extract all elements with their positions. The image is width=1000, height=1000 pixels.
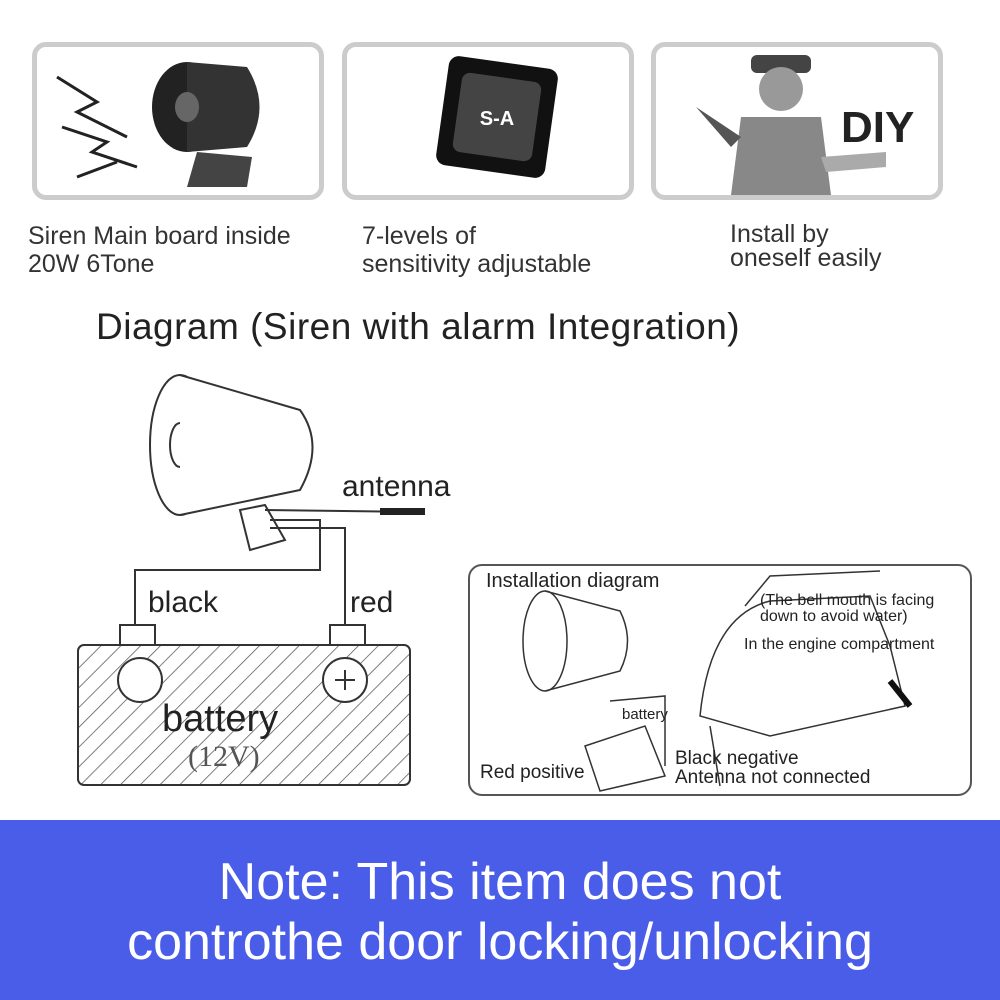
antenna-label: antenna xyxy=(342,470,451,503)
bell-note-1: (The bell mouth is facing xyxy=(760,592,935,609)
feature-card-siren xyxy=(32,42,324,200)
black-wire-label: black xyxy=(148,586,219,619)
red-positive-label: Red positive xyxy=(480,762,585,783)
installation-diagram: Installation diagram (The bell mouth is … xyxy=(468,564,972,796)
chip-label: S-A xyxy=(480,108,514,130)
battery-label: battery xyxy=(162,698,279,740)
note-banner: Note: This item does not controthe door … xyxy=(0,820,1000,1000)
black-negative-label: Black negative xyxy=(675,748,799,769)
car-illustration xyxy=(522,570,913,792)
wiring-diagram xyxy=(77,374,425,786)
feature-card-diy: DIY xyxy=(651,42,943,200)
diagram-title: Diagram (Siren with alarm Integration) xyxy=(96,306,741,347)
antenna-note-label: Antenna not connected xyxy=(675,767,871,788)
voltage-label: (12V) xyxy=(188,740,260,773)
engine-note: In the engine compartment xyxy=(744,636,935,653)
chip-icon: S-A xyxy=(436,56,558,178)
worker-icon: DIY xyxy=(696,55,914,195)
feature-card-sensitivity: S-A xyxy=(342,42,634,200)
red-wire-label: red xyxy=(350,586,394,619)
diy-badge: DIY xyxy=(841,103,914,152)
battery-small-label: battery xyxy=(622,706,668,723)
siren-icon xyxy=(56,62,260,187)
bell-note-2: down to avoid water) xyxy=(760,608,908,625)
installation-title: Installation diagram xyxy=(486,570,660,592)
